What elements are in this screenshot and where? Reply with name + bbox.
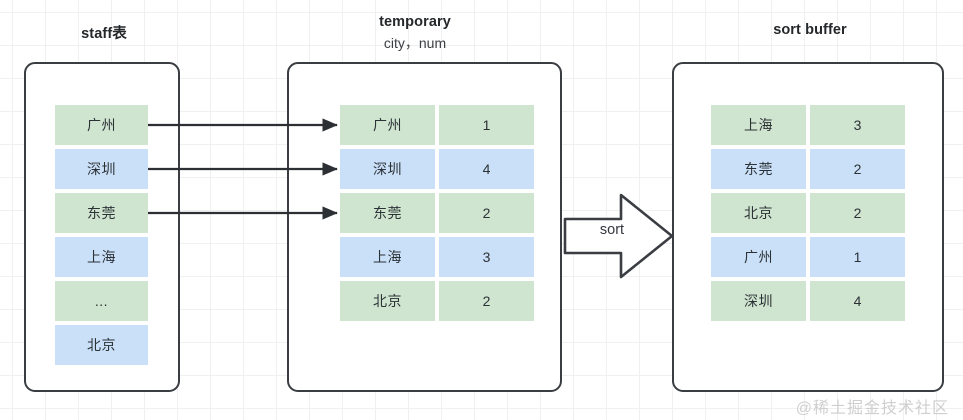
sort-arrow-label: sort [599, 222, 625, 238]
table-row: 深圳 [55, 149, 148, 189]
temporary-table-subtitle: city，num [383, 35, 447, 51]
table-row: 北京 2 [340, 281, 534, 321]
sort-buffer-title: sort buffer [773, 22, 847, 38]
temporary-cell-city: 北京 [340, 281, 435, 321]
table-row: 上海 3 [340, 237, 534, 277]
sort-buffer-cell-num: 3 [810, 105, 905, 145]
staff-cell-city: 广州 [55, 105, 148, 145]
table-row: 广州 1 [340, 105, 534, 145]
sort-buffer-cell-city: 北京 [711, 193, 806, 233]
sort-buffer-table: 上海 3 东莞 2 北京 2 广州 1 深圳 4 [711, 105, 905, 321]
table-row: 上海 3 [711, 105, 905, 145]
sort-buffer-cell-num: 2 [810, 149, 905, 189]
table-row: 北京 [55, 325, 148, 365]
table-row: 东莞 [55, 193, 148, 233]
sort-buffer-cell-num: 2 [810, 193, 905, 233]
table-row: 东莞 2 [711, 149, 905, 189]
table-row: 广州 1 [711, 237, 905, 277]
table-row: 上海 [55, 237, 148, 277]
sort-buffer-cell-city: 深圳 [711, 281, 806, 321]
sort-buffer-cell-city: 广州 [711, 237, 806, 277]
staff-table: 广州 深圳 东莞 上海 ... 北京 [55, 105, 148, 365]
staff-cell-city: 北京 [55, 325, 148, 365]
temporary-table-title: temporary [379, 14, 451, 30]
sort-arrow-shape [563, 193, 674, 279]
sort-buffer-cell-num: 4 [810, 281, 905, 321]
temporary-cell-num: 1 [439, 105, 534, 145]
temporary-cell-num: 4 [439, 149, 534, 189]
table-row: 深圳 4 [711, 281, 905, 321]
sort-buffer-cell-num: 1 [810, 237, 905, 277]
temporary-table: 广州 1 深圳 4 东莞 2 上海 3 北京 2 [340, 105, 534, 321]
table-row: 广州 [55, 105, 148, 145]
table-row: 东莞 2 [340, 193, 534, 233]
temporary-cell-num: 2 [439, 281, 534, 321]
temporary-cell-city: 东莞 [340, 193, 435, 233]
temporary-cell-city: 上海 [340, 237, 435, 277]
staff-cell-city: ... [55, 281, 148, 321]
table-row: 北京 2 [711, 193, 905, 233]
watermark: @稀土掘金技术社区 [795, 400, 949, 417]
temporary-cell-city: 广州 [340, 105, 435, 145]
temporary-cell-num: 2 [439, 193, 534, 233]
table-row: ... [55, 281, 148, 321]
temporary-cell-city: 深圳 [340, 149, 435, 189]
temporary-cell-num: 3 [439, 237, 534, 277]
staff-cell-city: 东莞 [55, 193, 148, 233]
sort-buffer-cell-city: 东莞 [711, 149, 806, 189]
staff-cell-city: 深圳 [55, 149, 148, 189]
sort-arrow [563, 192, 675, 280]
sort-buffer-cell-city: 上海 [711, 105, 806, 145]
table-row: 深圳 4 [340, 149, 534, 189]
staff-table-title: staff表 [81, 26, 127, 42]
staff-cell-city: 上海 [55, 237, 148, 277]
